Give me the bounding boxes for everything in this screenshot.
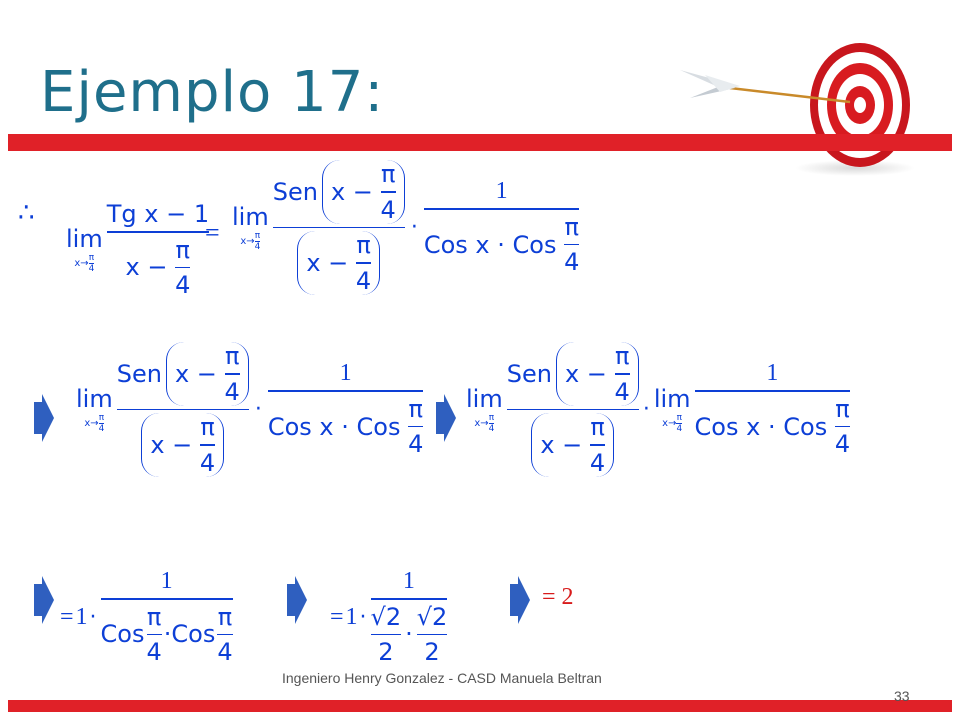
step-arrow-icon <box>34 394 54 442</box>
step-arrow-icon <box>510 576 530 624</box>
page-number: 33 <box>894 688 910 704</box>
target-icon <box>680 43 915 176</box>
step-arrow-icon <box>436 394 456 442</box>
bottom-accent-band <box>8 700 952 712</box>
step-arrow-icon <box>287 576 307 624</box>
slide-title: Ejemplo 17: <box>40 60 385 125</box>
therefore-symbol: ∴ <box>18 198 35 228</box>
footer-author: Ingeniero Henry Gonzalez - CASD Manuela … <box>282 670 602 686</box>
step-arrow-icon <box>34 576 54 624</box>
equals-sign: = <box>205 218 220 247</box>
final-result: = 2 <box>542 584 574 610</box>
top-accent-band <box>8 134 952 151</box>
